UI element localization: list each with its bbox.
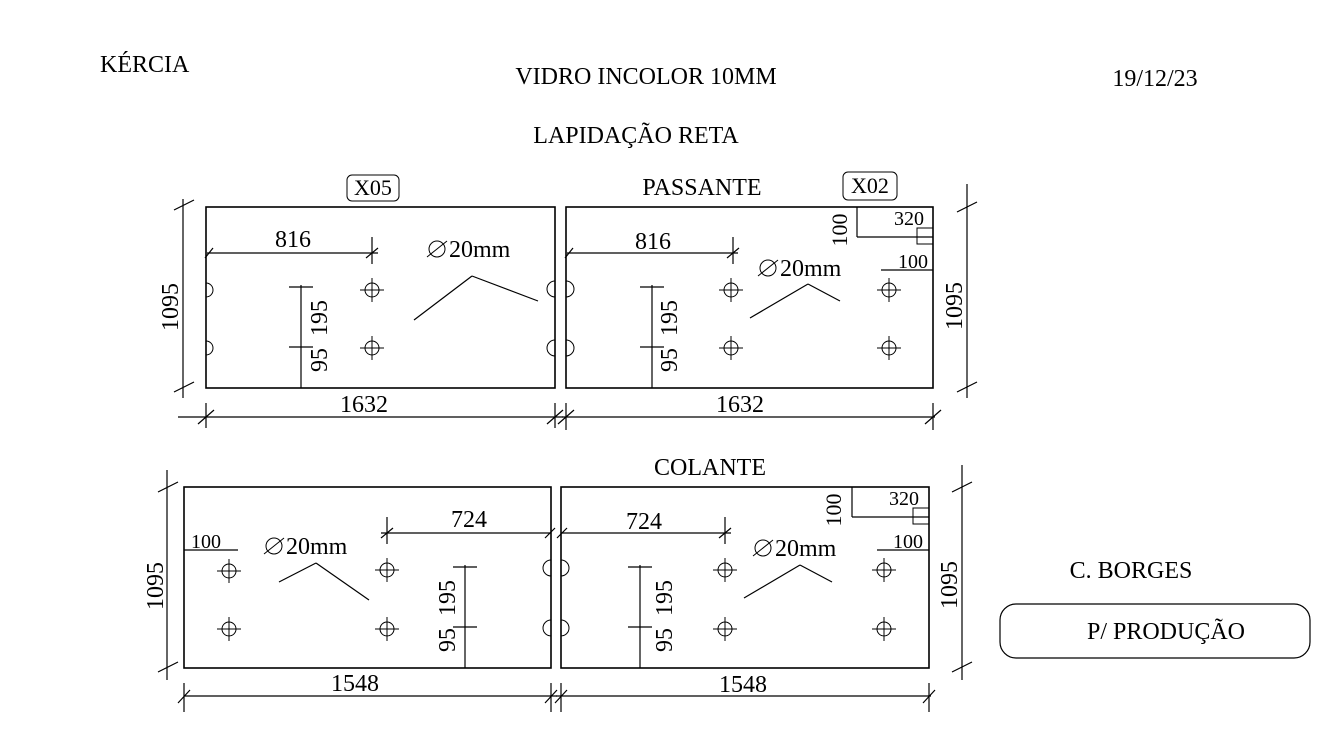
tag-frame-left bbox=[346, 174, 400, 202]
dim-95-tl: 95 bbox=[307, 348, 333, 372]
status-frame bbox=[999, 603, 1311, 659]
hole-icon bbox=[872, 617, 896, 641]
dim-tick bbox=[951, 661, 973, 673]
dim-tick bbox=[554, 689, 568, 704]
dim-width-bl: 1548 bbox=[331, 671, 379, 697]
dim-195-br: 195 bbox=[652, 580, 678, 616]
dim-95-bl: 95 bbox=[435, 628, 461, 652]
panel-bottom-left bbox=[183, 486, 552, 669]
dim-height-tr: 1095 bbox=[942, 282, 968, 330]
dim-tick bbox=[956, 381, 978, 393]
dim-tick bbox=[380, 527, 394, 539]
hole-icon bbox=[877, 278, 901, 302]
hole-icon bbox=[872, 558, 896, 582]
hole-icon bbox=[375, 558, 399, 582]
panel-top-right bbox=[565, 206, 934, 389]
dim-100-horizontal-bl: 100 bbox=[191, 531, 221, 553]
hole-label: 20mm bbox=[449, 237, 511, 263]
dim-195-tr: 195 bbox=[657, 300, 683, 336]
dim-width-tl: 1632 bbox=[340, 392, 388, 418]
hole-callout-br: 20mm bbox=[743, 536, 837, 599]
dim-195-bl: 195 bbox=[435, 580, 461, 616]
section-colante: COLANTE bbox=[654, 455, 766, 481]
hole-icon bbox=[877, 336, 901, 360]
dim-tick bbox=[173, 199, 195, 211]
edge-notches-bottom bbox=[542, 559, 570, 637]
holes-top bbox=[360, 278, 901, 360]
dim-195-tl: 195 bbox=[307, 300, 333, 336]
hinge-mark-top bbox=[916, 227, 934, 245]
dim-tick bbox=[197, 409, 215, 425]
dim-tick bbox=[157, 481, 179, 493]
dim-100-horizontal-bottom: 100 bbox=[893, 531, 923, 553]
tag-left: X05 bbox=[354, 175, 392, 200]
edge-notches-top bbox=[205, 280, 575, 357]
hinge-mark-bottom bbox=[912, 507, 930, 525]
signature: C. BORGES bbox=[1070, 558, 1193, 584]
hole-icon bbox=[713, 558, 737, 582]
dim-tick bbox=[177, 689, 191, 704]
hole-callout-bl: 20mm bbox=[263, 534, 370, 601]
dim-100-vertical-top: 100 bbox=[827, 214, 852, 247]
dim-tick bbox=[365, 247, 379, 259]
dim-tick bbox=[546, 409, 564, 425]
hole-icon bbox=[217, 559, 241, 583]
hole-icon bbox=[375, 617, 399, 641]
dim-tick bbox=[204, 247, 214, 259]
dim-tick bbox=[718, 527, 732, 539]
hole-icon bbox=[360, 336, 384, 360]
dim-tick bbox=[951, 481, 973, 493]
dim-tick bbox=[157, 661, 179, 673]
panel-top-left bbox=[205, 206, 556, 389]
dim-height-br: 1095 bbox=[937, 561, 963, 609]
hole-callout-tl: 20mm bbox=[413, 237, 539, 321]
material-title: VIDRO INCOLOR 10MM bbox=[515, 64, 776, 90]
dim-tick bbox=[544, 527, 556, 539]
dim-320-top: 320 bbox=[894, 208, 924, 230]
tag-right: X02 bbox=[851, 173, 889, 198]
hole-label: 20mm bbox=[775, 536, 837, 562]
dim-100-vertical-bottom: 100 bbox=[821, 494, 846, 527]
dim-tick bbox=[922, 689, 936, 704]
dim-height-bl: 1095 bbox=[143, 562, 169, 610]
date: 19/12/23 bbox=[1112, 66, 1197, 92]
dim-width-tr: 1632 bbox=[716, 392, 764, 418]
dim-95-br: 95 bbox=[652, 628, 678, 652]
dim-tick bbox=[924, 409, 942, 425]
dim-width-br: 1548 bbox=[719, 672, 767, 698]
dim-724-right: 724 bbox=[626, 509, 662, 535]
dim-95-tr: 95 bbox=[657, 348, 683, 372]
hole-icon bbox=[719, 336, 743, 360]
hole-icon bbox=[360, 278, 384, 302]
hole-label: 20mm bbox=[780, 256, 842, 282]
dim-816-left: 816 bbox=[275, 227, 311, 253]
dim-tick bbox=[544, 689, 558, 704]
dim-tick bbox=[556, 527, 568, 539]
hole-icon bbox=[713, 617, 737, 641]
dim-tick bbox=[173, 381, 195, 393]
hole-icon bbox=[719, 278, 743, 302]
dim-320-bottom: 320 bbox=[889, 488, 919, 510]
section-passante: PASSANTE bbox=[642, 175, 761, 201]
hole-icon bbox=[217, 617, 241, 641]
status-stamp: P/ PRODUÇÃO bbox=[1087, 619, 1245, 645]
dim-height-tl: 1095 bbox=[158, 283, 184, 331]
panel-bottom-right bbox=[560, 486, 930, 669]
client-name: KÉRCIA bbox=[100, 52, 190, 78]
dim-724-left: 724 bbox=[451, 507, 487, 533]
dim-tick bbox=[564, 247, 574, 259]
holes-bottom bbox=[217, 558, 896, 641]
tag-frame-right bbox=[842, 171, 898, 201]
dim-tick bbox=[557, 409, 575, 425]
dim-816-right: 816 bbox=[635, 229, 671, 255]
dim-100-horizontal-top: 100 bbox=[898, 251, 928, 273]
finish-title: LAPIDAÇÃO RETA bbox=[533, 123, 739, 149]
dim-tick bbox=[726, 247, 740, 259]
dim-tick bbox=[956, 201, 978, 213]
hole-callout-tr: 20mm bbox=[749, 256, 842, 319]
hole-label: 20mm bbox=[286, 534, 348, 560]
